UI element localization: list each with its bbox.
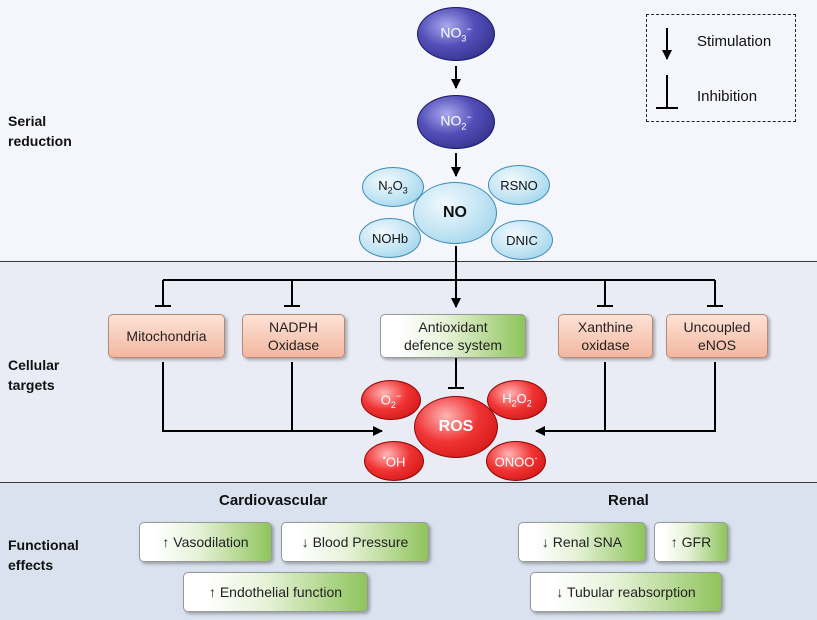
- hydroxyl-base: OH: [385, 454, 406, 470]
- xanthine-oxidase-label: Xanthine oxidase: [578, 318, 633, 354]
- peroxynitrite-label: ONOO-: [495, 453, 538, 469]
- superoxide-base: O: [380, 391, 391, 407]
- blood-pressure-box: ↓ Blood Pressure: [281, 522, 429, 562]
- nitrite-sup: −: [466, 112, 472, 123]
- antioxidant-line-2: defence system: [403, 337, 503, 353]
- endothelial-function-label: ↑ Endothelial function: [208, 584, 343, 600]
- legend: Stimulation Inhibition: [646, 14, 796, 122]
- mitochondria-box: Mitochondria: [108, 314, 225, 358]
- cardiovascular-heading: Cardiovascular: [219, 492, 328, 509]
- no-label: NO: [443, 204, 467, 221]
- vasodilation-label: ↑ Vasodilation: [162, 534, 249, 550]
- renal-heading: Renal: [608, 492, 649, 509]
- section-label-line: Functional: [8, 537, 79, 553]
- ros-node: ROS: [414, 396, 498, 458]
- serial-reduction-band: [0, 0, 817, 262]
- nitrate-label: NO3−: [440, 24, 471, 43]
- xanthine-line-2: oxidase: [581, 337, 630, 353]
- nadph-line-1: NADPH: [268, 319, 318, 335]
- section-label-line: Serial: [8, 113, 47, 129]
- antioxidant-line-1: Antioxidant: [418, 319, 488, 335]
- xanthine-line-1: Xanthine: [577, 319, 634, 335]
- endothelial-function-box: ↑ Endothelial function: [183, 572, 368, 612]
- antioxidant-defence-box: Antioxidant defence system: [380, 314, 526, 358]
- nitrate-base: NO: [440, 24, 462, 41]
- n2o3-sub2: 3: [402, 185, 408, 196]
- superoxide-sup: −: [395, 390, 402, 401]
- h2o2-b: O: [516, 391, 527, 407]
- rsno-label: RSNO: [500, 177, 538, 193]
- dnic-label: DNIC: [506, 232, 538, 248]
- uncoupled-enos-box: Uncoupled eNOS: [666, 314, 768, 358]
- nitrite-label: NO2−: [440, 112, 471, 131]
- h2o2-sub2: 2: [526, 398, 532, 409]
- antioxidant-defence-label: Antioxidant defence system: [404, 318, 502, 354]
- superoxide-node: O2−: [361, 380, 421, 420]
- nitrate-node: NO3−: [417, 7, 495, 61]
- superoxide-label: O2−: [381, 391, 401, 410]
- peroxynitrite-node: ONOO-: [486, 441, 546, 481]
- h2o2-sub1: 2: [511, 398, 517, 409]
- tubular-reabsorption-label: ↓ Tubular reabsorption: [556, 584, 696, 600]
- hydroxyl-sup: •: [382, 452, 386, 463]
- section-label-cellular-targets: Cellular targets: [8, 355, 59, 395]
- nitrate-sup: −: [466, 24, 472, 35]
- h2o2-label: H2O2: [502, 391, 532, 409]
- n2o3-sub1: 2: [387, 185, 393, 196]
- gfr-label: ↑ GFR: [670, 534, 712, 550]
- blood-pressure-label: ↓ Blood Pressure: [301, 534, 409, 550]
- renal-sna-label: ↓ Renal SNA: [541, 534, 623, 550]
- superoxide-sub: 2: [390, 399, 396, 410]
- rsno-node: RSNO: [488, 165, 550, 205]
- dnic-node: DNIC: [491, 220, 553, 260]
- n2o3-label: N2O3: [378, 178, 408, 196]
- enos-line-2: eNOS: [697, 337, 737, 353]
- nitrite-node: NO2−: [417, 95, 495, 149]
- peroxynitrite-base: ONOO: [494, 454, 535, 470]
- n2o3-a: N: [378, 178, 388, 194]
- mitochondria-label: Mitochondria: [126, 328, 207, 344]
- tubular-reabsorption-box: ↓ Tubular reabsorption: [530, 572, 722, 612]
- nitrate-sub: 3: [461, 33, 467, 44]
- section-label-line: reduction: [8, 133, 72, 149]
- vasodilation-box: ↑ Vasodilation: [139, 522, 272, 562]
- nadph-oxidase-label: NADPH Oxidase: [268, 318, 319, 354]
- section-label-serial-reduction: Serial reduction: [8, 111, 72, 151]
- nohb-node: NOHb: [359, 218, 421, 258]
- section-label-line: effects: [8, 557, 54, 573]
- nadph-line-2: Oxidase: [267, 337, 320, 353]
- h2o2-a: H: [502, 391, 512, 407]
- legend-inhibition-label: Inhibition: [697, 88, 758, 105]
- uncoupled-enos-label: Uncoupled eNOS: [684, 318, 751, 354]
- peroxynitrite-sup: -: [534, 452, 538, 463]
- section-label-line: Cellular: [8, 357, 60, 373]
- xanthine-oxidase-box: Xanthine oxidase: [558, 314, 653, 358]
- no-node: NO: [413, 182, 497, 244]
- hydroxyl-node: •OH: [364, 441, 424, 481]
- n2o3-node: N2O3: [362, 167, 424, 207]
- enos-line-1: Uncoupled: [683, 319, 751, 335]
- nitrite-base: NO: [440, 112, 462, 129]
- h2o2-node: H2O2: [487, 380, 547, 420]
- nitrite-sub: 2: [461, 121, 467, 132]
- legend-stimulation-label: Stimulation: [697, 33, 772, 50]
- ros-label: ROS: [438, 418, 474, 435]
- renal-sna-box: ↓ Renal SNA: [518, 522, 646, 562]
- section-label-functional-effects: Functional effects: [8, 535, 79, 575]
- nadph-oxidase-box: NADPH Oxidase: [242, 314, 345, 358]
- gfr-box: ↑ GFR: [654, 522, 728, 562]
- section-label-line: targets: [8, 377, 55, 393]
- nohb-label: NOHb: [371, 230, 409, 246]
- hydroxyl-label: •OH: [383, 453, 406, 469]
- n2o3-b: O: [392, 178, 403, 194]
